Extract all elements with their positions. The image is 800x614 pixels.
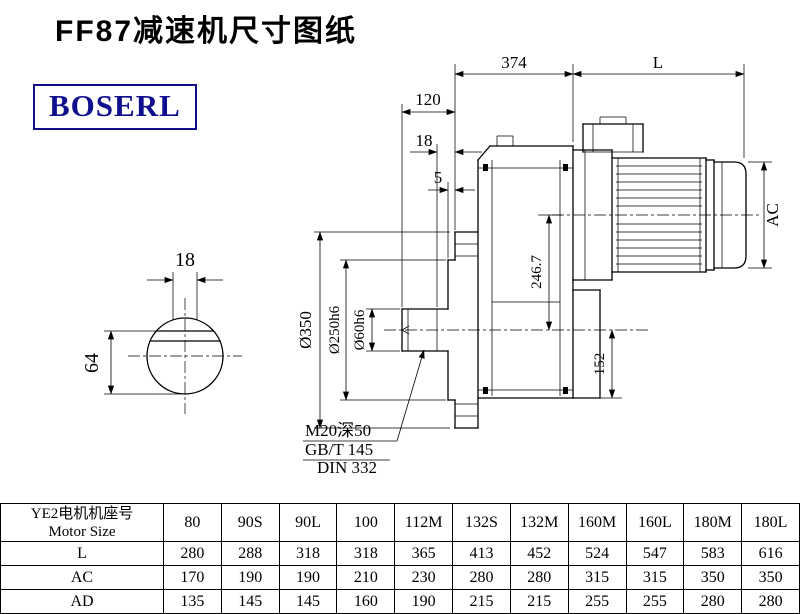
table-cell: 280 <box>163 541 222 566</box>
table-cell: 583 <box>683 541 743 566</box>
table-cell: 616 <box>741 541 800 566</box>
table-cell: 350 <box>683 565 743 590</box>
table-cell: 215 <box>509 589 569 614</box>
dimensions: 374 L 120 18 5 Ø350 Ø250h6 Ø60h6 <box>296 53 782 429</box>
dim-374: 374 <box>501 53 527 72</box>
table-cell: 547 <box>625 541 685 566</box>
boserl-logo: BOSERL <box>33 84 197 130</box>
table-cell: 160 <box>336 589 396 614</box>
column-header-132S: 132S <box>452 503 511 542</box>
dim-flange-dia: Ø350 <box>296 311 315 349</box>
table-cell: 280 <box>452 565 511 590</box>
column-header-160L: 160L <box>625 503 685 542</box>
dim-spigot-dia: Ø250h6 <box>327 305 343 354</box>
dim-152: 152 <box>592 353 608 376</box>
table-cell: 350 <box>741 565 800 590</box>
dim-5: 5 <box>434 168 443 187</box>
table-cell: 170 <box>163 565 222 590</box>
column-header-90S: 90S <box>220 503 280 542</box>
dim-L: L <box>653 53 663 72</box>
column-header-180M: 180M <box>683 503 743 542</box>
table-cell: 255 <box>567 589 627 614</box>
table-cell: 190 <box>394 589 454 614</box>
dim-18: 18 <box>416 131 433 150</box>
table-cell: 145 <box>220 589 280 614</box>
table-cell: 413 <box>452 541 511 566</box>
table-cell: 135 <box>163 589 222 614</box>
motor-fins <box>616 165 702 265</box>
table-cell: 318 <box>336 541 396 566</box>
column-header-160M: 160M <box>567 503 627 542</box>
gearbox-side-view <box>384 116 762 429</box>
shaft-end-view: 18 64 <box>81 249 242 414</box>
column-header-80: 80 <box>163 503 222 542</box>
table-cell: 452 <box>509 541 569 566</box>
table-cell: 255 <box>625 589 685 614</box>
table-cell: 280 <box>741 589 800 614</box>
table-cell: 145 <box>278 589 338 614</box>
dim-shaft-dia: Ø60h6 <box>352 309 368 350</box>
table-cell: 190 <box>278 565 338 590</box>
header-line-cn: YE2电机机座号 <box>30 505 134 522</box>
column-header-132M: 132M <box>509 503 569 542</box>
table-cell: 230 <box>394 565 454 590</box>
dim-center-height: 246.7 <box>529 255 545 289</box>
column-header-90L: 90L <box>278 503 338 542</box>
table-cell: 190 <box>220 565 280 590</box>
table-cell: 318 <box>278 541 338 566</box>
table-cell: 315 <box>625 565 685 590</box>
column-header-112M: 112M <box>394 503 454 542</box>
table-cell: 288 <box>220 541 280 566</box>
column-header-180L: 180L <box>741 503 800 542</box>
technical-drawing: 18 64 <box>81 53 782 477</box>
table-cell: 315 <box>567 565 627 590</box>
table-cell: 215 <box>452 589 511 614</box>
note-m20: M20深50 <box>305 421 371 440</box>
row-label-AC: AC <box>0 565 164 590</box>
header-line-en: Motor Size <box>48 523 116 540</box>
dim-shaft-64: 64 <box>81 353 103 373</box>
page-title: FF87减速机尺寸图纸 <box>55 15 358 48</box>
column-header-100: 100 <box>336 503 396 542</box>
table-cell: 280 <box>509 565 569 590</box>
table-cell: 365 <box>394 541 454 566</box>
row-label-AD: AD <box>0 589 164 614</box>
dim-key-width: 18 <box>175 249 195 271</box>
table-cell: 524 <box>567 541 627 566</box>
row-label-L: L <box>0 541 164 566</box>
note-gbt145: GB/T 145 <box>305 440 373 459</box>
table-cell: 210 <box>336 565 396 590</box>
note-din332: DIN 332 <box>317 458 377 477</box>
table-cell: 280 <box>683 589 743 614</box>
thread-note: M20深50 GB/T 145 DIN 332 <box>303 349 425 477</box>
dim-120: 120 <box>415 90 441 109</box>
dim-AC: AC <box>763 203 782 227</box>
